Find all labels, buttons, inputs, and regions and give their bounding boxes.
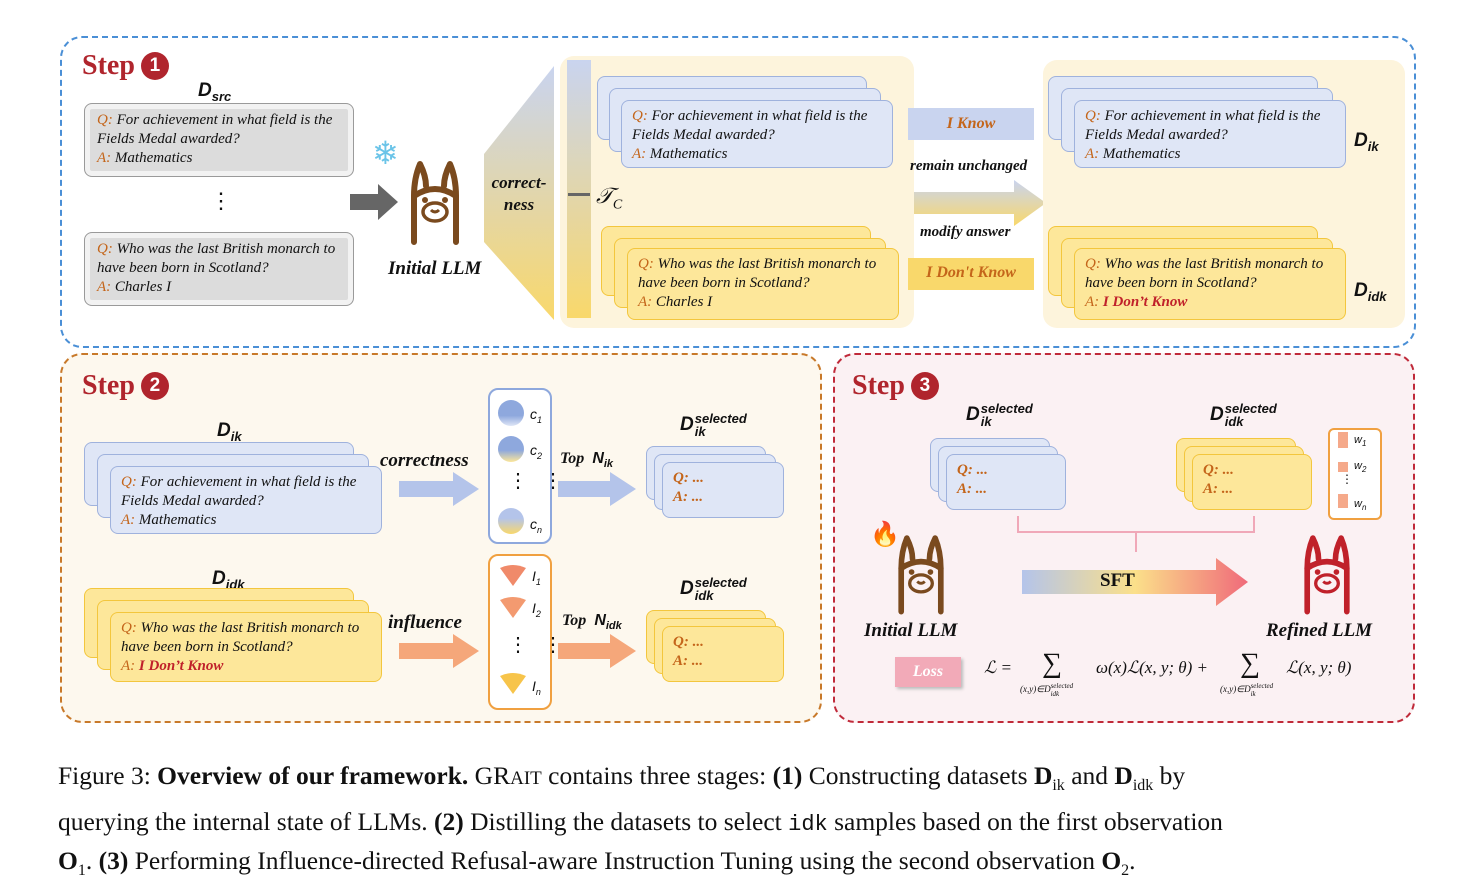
selected-idk-card-step2: Q: ... A: ... — [662, 626, 784, 682]
fire-icon: 🔥 — [870, 522, 900, 548]
caption-line-2: querying the internal state of LLMs. (2)… — [58, 807, 1223, 838]
score-i2-icon — [500, 597, 526, 618]
d-idk-label-step1: Didk — [1354, 280, 1387, 304]
weight-wn-bar — [1338, 494, 1348, 508]
score-cn-icon — [498, 508, 524, 534]
score-i1-label: I1 — [532, 568, 541, 587]
step1-frame — [60, 36, 1416, 348]
threshold-bar — [567, 60, 591, 318]
score-in-label: In — [532, 678, 541, 697]
blue-arrow-icon — [399, 472, 479, 506]
src-dots: ⋮ — [210, 188, 232, 213]
score-c1-icon — [498, 400, 524, 426]
correctness-arrow-label: correctness — [380, 450, 469, 471]
score-in-icon — [500, 673, 526, 694]
weight-w2-bar — [1338, 462, 1348, 472]
selected-idk-card-step3: Q: ... A: ... — [1192, 454, 1312, 510]
caption-line-3: O1. (3) Performing Influence-directed Re… — [58, 846, 1136, 880]
top-n-ik-arrow-icon — [558, 472, 636, 506]
influence-arrow-label: influence — [388, 612, 462, 633]
weights-box — [1328, 428, 1382, 520]
step3-number-badge: 3 — [910, 372, 939, 400]
snowflake-icon: ❄ — [372, 135, 399, 171]
correctness-label: correct-ness — [491, 173, 547, 214]
selected-ik-card-step2: Q: ... A: ... — [662, 462, 784, 518]
score-cn-label: cn — [530, 516, 543, 535]
i-dont-know-band — [908, 258, 1034, 290]
figure-caption: Figure 3: Overview of our framework. GRA… — [58, 758, 1424, 889]
i-know-label: I Know — [946, 115, 996, 132]
score-c2-icon — [498, 436, 524, 462]
top-n-ik-label: Top Nik — [560, 450, 614, 471]
orange-arrow-icon — [399, 634, 479, 668]
threshold-tick — [568, 193, 590, 196]
llama-icon-initial — [411, 161, 459, 245]
d-src-label: Dsrc — [198, 80, 232, 104]
src-card-scotland: Q: Who was the last British monarch to h… — [84, 232, 354, 306]
loss-badge: Loss — [895, 657, 961, 687]
d-ik-label-step2: Dik — [217, 420, 242, 444]
sft-label: SFT — [1100, 570, 1135, 591]
src-card-fields-medal: Q: For achievement in what field is the … — [84, 103, 354, 177]
score-i2-label: I2 — [532, 600, 541, 619]
selected-ik-card-step3: Q: ... A: ... — [946, 454, 1066, 510]
step1-number-badge: 1 — [140, 52, 169, 80]
initial-llm-label-step3: Initial LLM — [864, 620, 958, 641]
score-i1-icon — [500, 565, 526, 586]
refined-llm-label: Refined LLM — [1266, 620, 1373, 641]
weight-wn-label: wn — [1354, 498, 1367, 513]
merge-brace — [1017, 516, 1255, 552]
score-c1-label: c1 — [530, 406, 543, 425]
remain-unchanged-label: remain unchanged — [910, 158, 1028, 174]
caption-line-1: Figure 3: Overview of our framework. GRA… — [58, 761, 1186, 795]
step2-idk-card: Q: Who was the last British monarch to h… — [110, 612, 382, 682]
llama-icon-refined — [1304, 535, 1350, 615]
i-dont-know-label: I Don't Know — [926, 264, 1016, 281]
weight-dots: ⋮ — [1341, 472, 1353, 486]
gradient-arrow-icon — [914, 180, 1046, 226]
weight-w1-label: w1 — [1354, 434, 1367, 449]
correctness-funnel — [484, 66, 554, 320]
top-n-idk-label: Top Nidk — [562, 612, 622, 633]
top-n-idk-arrow-icon — [558, 634, 636, 668]
llama-icon-initial-step3 — [898, 535, 944, 615]
dik-card: Q: For achievement in what field is the … — [1074, 100, 1346, 168]
initial-llm-label-step1: Initial LLM — [388, 258, 482, 279]
mid-card-ik: Q: For achievement in what field is the … — [621, 100, 893, 168]
weight-w2-label: w2 — [1354, 460, 1367, 475]
modify-answer-label: modify answer — [920, 224, 1011, 240]
d-ik-label-step1: Dik — [1354, 130, 1379, 154]
influence-dots: ⋮ ⋮ — [508, 634, 563, 656]
weight-w1-bar — [1338, 432, 1348, 448]
tau-c-label: 𝒯C — [596, 183, 623, 213]
step2-ik-card: Q: For achievement in what field is the … — [110, 466, 382, 534]
gray-arrow-icon — [350, 184, 398, 220]
i-know-band — [908, 108, 1034, 140]
score-c2-label: c2 — [530, 442, 543, 461]
didk-card: Q: Who was the last British monarch to h… — [1074, 248, 1346, 320]
sft-arrow-icon — [1022, 558, 1248, 606]
score-dots: ⋮ ⋮ — [508, 470, 563, 492]
step2-number-badge: 2 — [140, 372, 169, 400]
mid-card-idk: Q: Who was the last British monarch to h… — [627, 248, 899, 320]
